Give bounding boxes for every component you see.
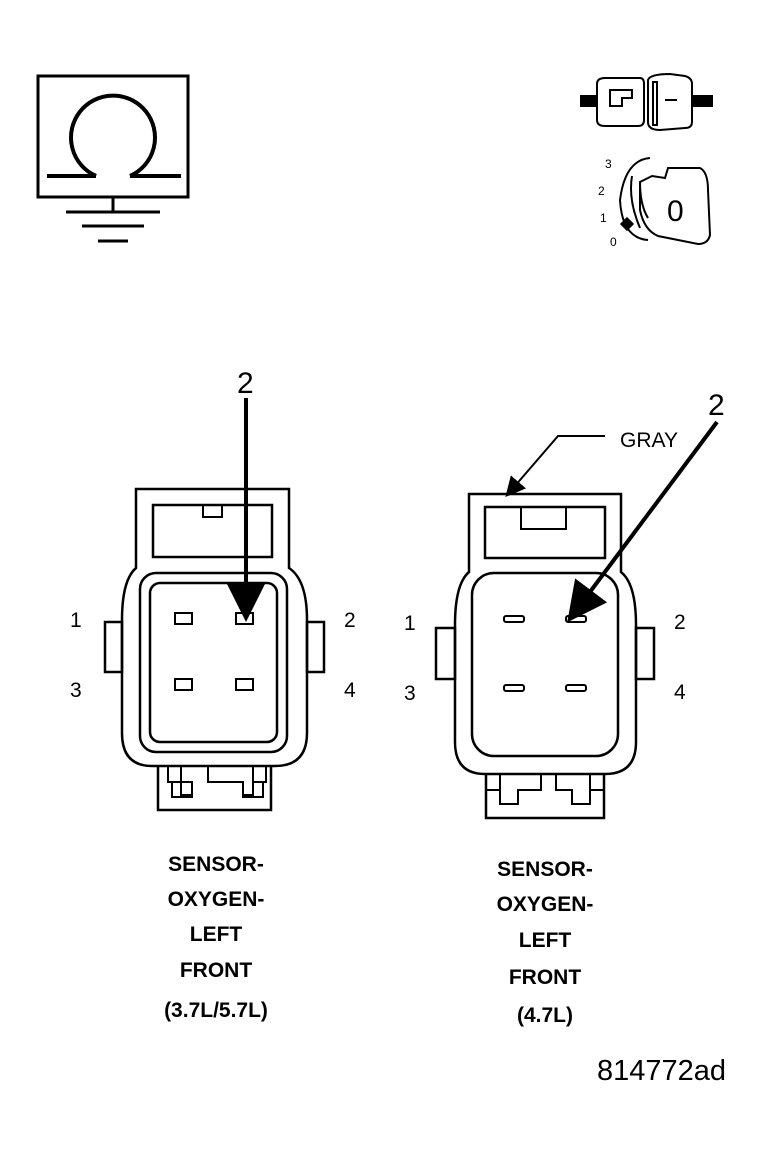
connector-lock [151,503,274,559]
pin-cavity-3 [174,678,193,691]
pin-label-2: 2 [344,609,356,632]
connector-title-line-2: OXYGEN- [168,888,265,911]
connector-4-7l: 2 GRAY 1 2 3 4 SENSOR- OXYGEN- LEFT FRON… [404,389,725,1027]
connector-face [138,571,289,754]
callout-number: 2 [708,389,725,422]
color-label: GRAY [620,429,678,452]
connector-title-line-4: FRONT [509,966,581,989]
connector-title-line-1: SENSOR- [497,858,593,881]
pin-cavity-2 [565,615,587,623]
connector-title-line-5: (4.7L) [517,1004,573,1027]
pin-cavity-4 [235,678,254,691]
connector-face [470,571,620,758]
connector-lock [483,505,607,560]
pin-label-3: 3 [404,682,416,705]
connector-title-line-5: (3.7L/5.7L) [164,999,268,1022]
ignition-key-label: 0 [667,195,684,228]
pin-label-2: 2 [674,611,686,634]
ignition-pos-3: 3 [605,157,612,171]
connector-title-line-3: LEFT [519,929,572,952]
pin-label-1: 1 [404,612,416,635]
pin-cavity-2 [235,612,254,625]
ohmmeter-ground-icon [36,74,190,243]
ignition-pos-2: 2 [598,184,605,198]
pin-label-3: 3 [70,679,82,702]
connector-housing [120,487,309,768]
color-leader [505,435,605,498]
connector-title-line-2: OXYGEN- [497,893,594,916]
pin-label-4: 4 [674,681,686,704]
ignition-pos-0: 0 [610,235,617,249]
callout-number: 2 [237,367,254,400]
pin-cavity-1 [503,615,525,623]
ignition-key-icon: 3 2 1 0 0 [598,157,712,249]
pin-label-1: 1 [70,609,82,632]
figure-id: 814772ad [597,1055,726,1087]
connector-disconnect-icon [580,72,713,132]
connector-title-line-1: SENSOR- [168,853,264,876]
pin-cavity-3 [503,684,525,692]
connector-3-7l-5-7l: 2 1 2 3 4 SENSOR- OXYGEN- LEFT FRONT (3.… [70,367,356,1022]
ignition-pos-1: 1 [600,211,607,225]
connector-title-line-3: LEFT [190,923,243,946]
connector-housing [453,492,638,776]
pin-label-4: 4 [344,679,356,702]
callout-arrow [567,420,719,623]
connector-title-line-4: FRONT [180,959,252,982]
pin-cavity-1 [174,612,193,625]
pin-cavity-4 [565,684,587,692]
